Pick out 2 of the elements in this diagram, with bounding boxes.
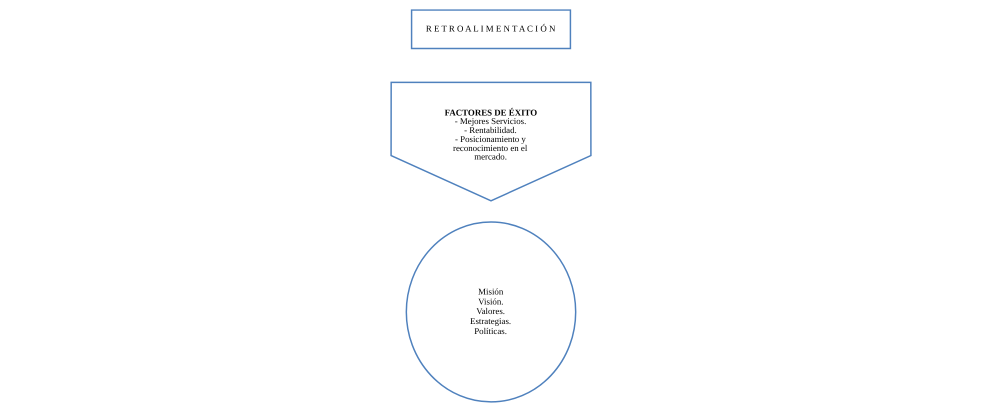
node-box: R E T R O A L I M E N T A C I Ó N [410,9,572,50]
node-circle: Misión Visión. Valores. Estrategias. Políticas. [406,221,576,403]
